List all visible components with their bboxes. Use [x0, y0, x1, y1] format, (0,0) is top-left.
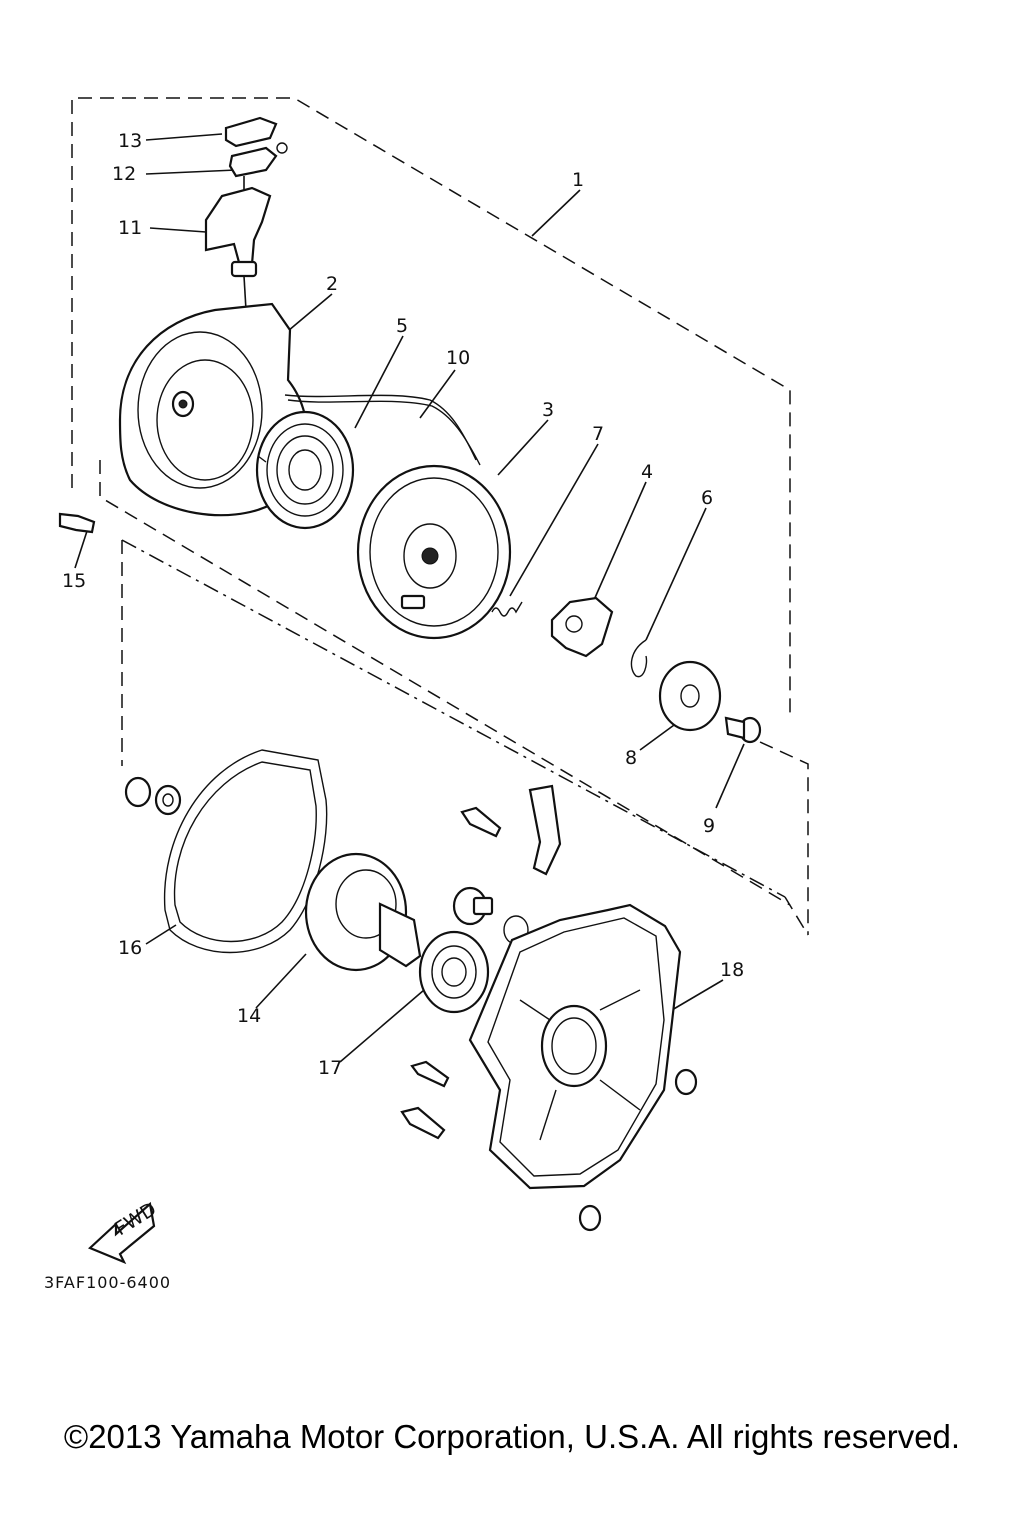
- callout-12: 12: [112, 163, 136, 185]
- assembly-boundary: [71, 97, 809, 936]
- fwd-arrow: FWD: [87, 1198, 160, 1265]
- drawing-code: 3FAF100-6400: [44, 1273, 171, 1292]
- leader-lines: [74, 133, 745, 1063]
- part-14-pulley: [304, 852, 422, 972]
- callout-2: 2: [326, 273, 338, 295]
- callout-10: 10: [446, 347, 470, 369]
- callout-1: 1: [572, 169, 584, 191]
- callout-4: 4: [641, 461, 653, 483]
- clamp-and-bolts: [400, 784, 562, 1140]
- callout-3: 3: [542, 399, 554, 421]
- part-3-drum: [356, 464, 512, 640]
- part-13-cap: [224, 116, 288, 154]
- callout-8: 8: [625, 747, 637, 769]
- bearing-and-circlip: [452, 886, 529, 945]
- callout-numbers: 13 12 11 1 2 5 10 3 7 4 6 15 8 9 16 18 1…: [62, 130, 744, 1079]
- part-6-clip: [630, 639, 648, 678]
- part-10-rope: [284, 394, 481, 466]
- callout-16: 16: [118, 937, 142, 959]
- part-9-bolt: [724, 716, 762, 744]
- part-7-spring: [491, 601, 523, 617]
- part-17-seal: [418, 930, 490, 1014]
- part-4-ratchet: [550, 596, 614, 658]
- part-16-gasket: [163, 749, 328, 954]
- callout-18: 18: [720, 959, 744, 981]
- part-15-bolt: [58, 512, 96, 534]
- part-11-handle: [204, 186, 272, 311]
- part-5-spring: [255, 410, 355, 530]
- part-12-clip: [228, 146, 278, 196]
- callout-13: 13: [118, 130, 142, 152]
- part-18-housing: [468, 903, 698, 1232]
- nut-and-washer: [124, 776, 182, 816]
- part-8-washer: [658, 660, 722, 732]
- callout-6: 6: [701, 487, 713, 509]
- callout-14: 14: [237, 1005, 261, 1027]
- callout-17: 17: [318, 1057, 342, 1079]
- callout-7: 7: [592, 423, 604, 445]
- callout-15: 15: [62, 570, 86, 592]
- callout-9: 9: [703, 815, 715, 837]
- callout-5: 5: [396, 315, 408, 337]
- copyright-notice: ©2013 Yamaha Motor Corporation, U.S.A. A…: [63, 1418, 961, 1455]
- callout-11: 11: [118, 217, 142, 239]
